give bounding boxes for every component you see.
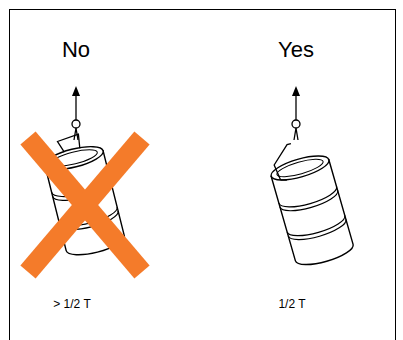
- drum: [264, 135, 356, 270]
- status-heading: No: [62, 38, 90, 62]
- hook: [72, 86, 80, 140]
- status-heading: Yes: [278, 38, 314, 62]
- cross-mark: [28, 138, 142, 272]
- load-label: 1/2 T: [278, 298, 305, 311]
- load-label: > 1/2 T: [53, 298, 90, 311]
- hook: [292, 86, 300, 140]
